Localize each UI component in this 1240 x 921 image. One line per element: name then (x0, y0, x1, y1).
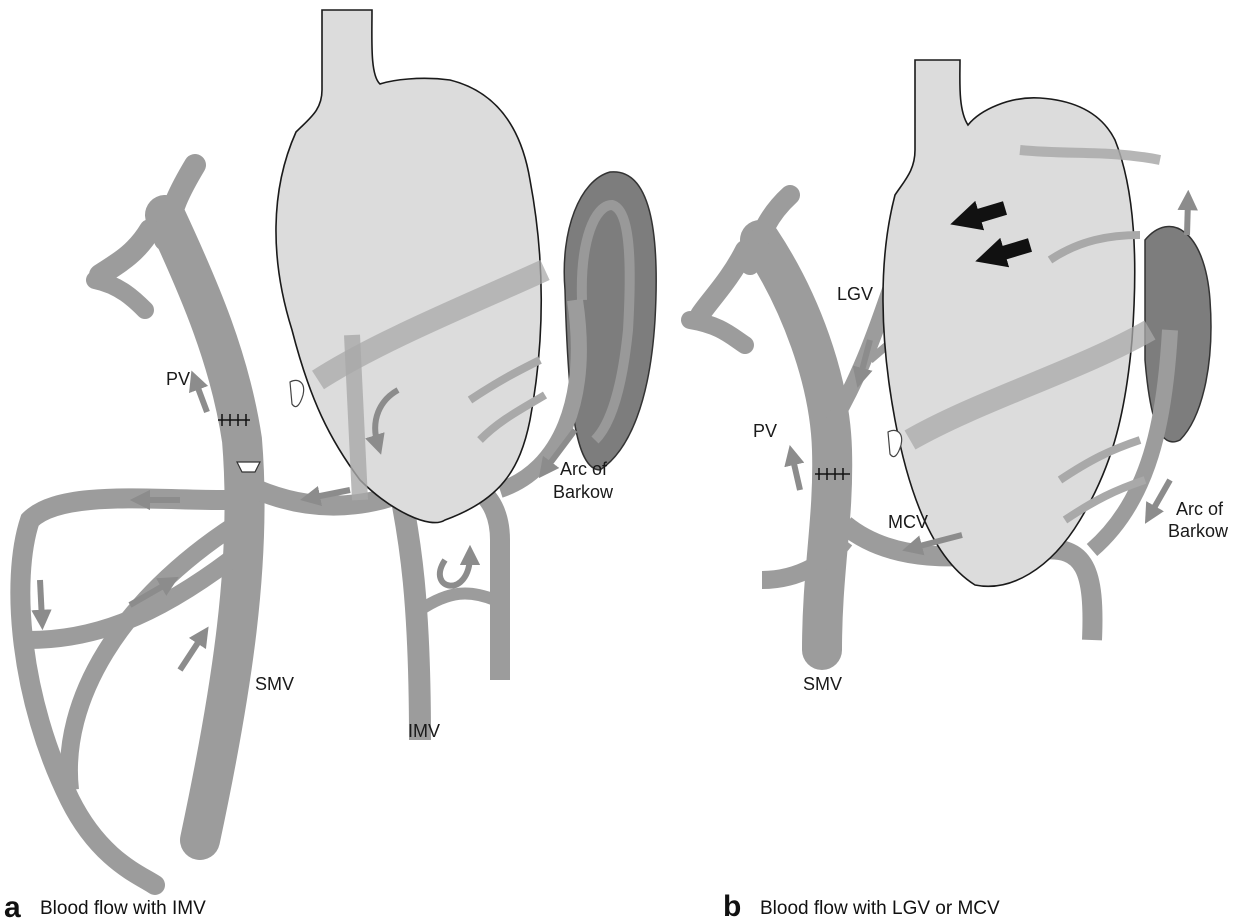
label-pv-b: PV (753, 421, 777, 441)
label-arc-a-2: Barkow (553, 482, 614, 502)
caption-a: Blood flow with IMV (40, 898, 206, 919)
panel-a: PV SMV IMV Arc of Barkow a Blood flow wi… (4, 10, 656, 921)
label-pv-a: PV (166, 369, 190, 389)
label-smv-b: SMV (803, 674, 842, 694)
panel-b: LGV PV MCV SMV Arc of Barkow b Blood flo… (690, 60, 1229, 921)
label-arc-a-1: Arc of (560, 459, 608, 479)
label-arc-b-1: Arc of (1176, 499, 1224, 519)
label-imv-a: IMV (408, 721, 440, 741)
panel-letter-a: a (4, 891, 21, 921)
caption-b: Blood flow with LGV or MCV (760, 898, 1000, 919)
label-lgv-b: LGV (837, 284, 873, 304)
label-arc-b-2: Barkow (1168, 521, 1229, 541)
label-mcv-b: MCV (888, 512, 928, 532)
panel-letter-b: b (723, 890, 741, 921)
stomach-b (883, 60, 1135, 586)
stomach-a (276, 10, 541, 523)
label-smv-a: SMV (255, 674, 294, 694)
